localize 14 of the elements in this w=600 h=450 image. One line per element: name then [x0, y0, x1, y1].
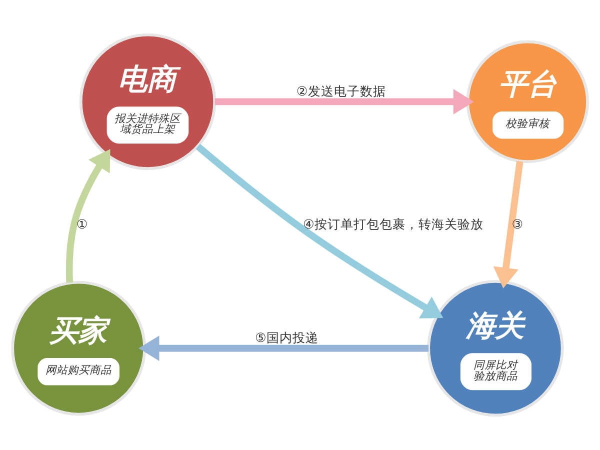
edge-label: ①: [76, 216, 88, 232]
node-circle: 海关 同屏比对验放商品: [427, 280, 564, 417]
arrow: [138, 336, 428, 361]
arrow: [66, 149, 110, 283]
node-circle: 电商 报关进特殊区域货品上架: [79, 33, 216, 170]
edge-label: ②发送电子数据: [296, 83, 386, 98]
node-circle: 平台 校验审核: [466, 40, 589, 164]
arrow: [196, 144, 444, 318]
arrow: [493, 160, 524, 288]
edge-label: ⑤国内投递: [255, 330, 318, 345]
edge-label: ③: [512, 216, 524, 232]
node-circle: 买家 网站购买商品: [11, 280, 146, 416]
edge-label: ④按订单打包包裹，转海关验放: [303, 216, 484, 232]
arrow: [214, 89, 474, 114]
